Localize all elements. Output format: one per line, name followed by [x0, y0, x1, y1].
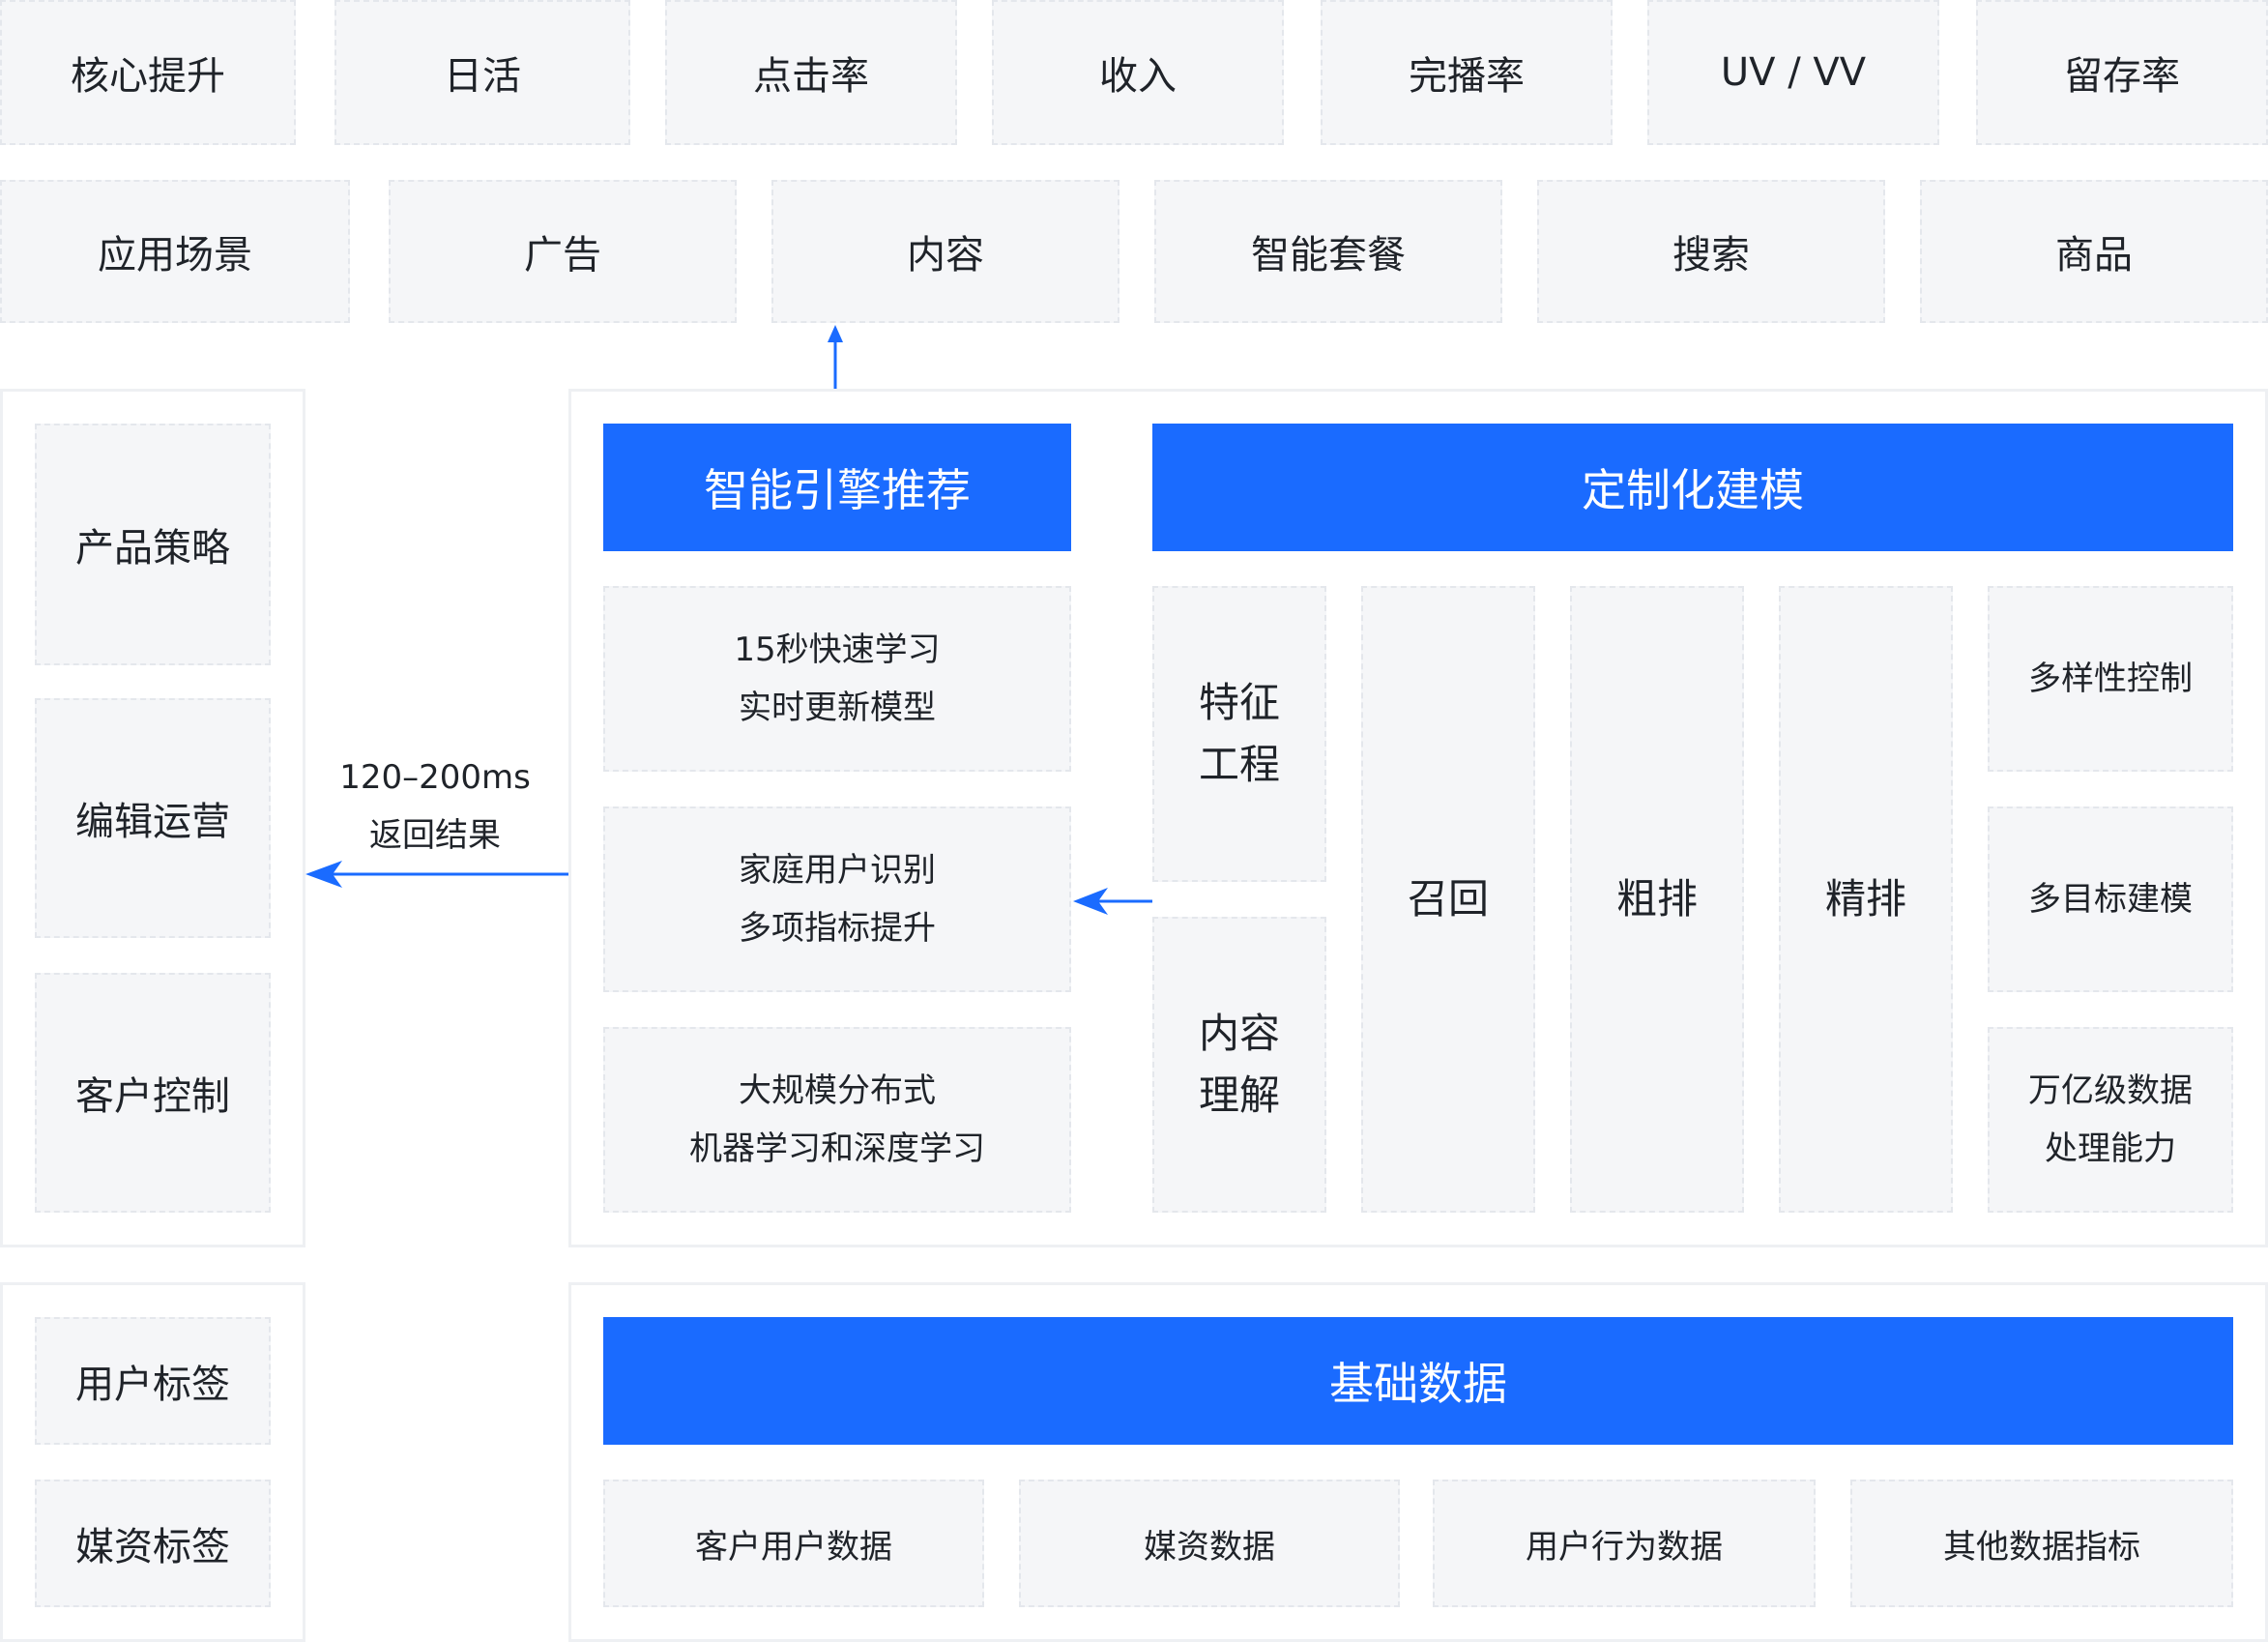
metric-label: 日活: [444, 54, 521, 99]
metric-label: 核心提升: [71, 54, 225, 99]
scenario-search: 搜索: [1537, 180, 1885, 323]
cap-line1: 万亿级数据: [2028, 1071, 2193, 1110]
feature-line2: 机器学习和深度学习: [689, 1129, 985, 1168]
scenario-label: 智能套餐: [1251, 233, 1406, 278]
feature-line1: 家庭用户识别: [739, 851, 936, 890]
modeling-stage-coarse-rank: 粗排: [1570, 586, 1744, 1213]
engine-title: 智能引擎推荐: [603, 424, 1071, 551]
metric-core: 核心提升: [0, 0, 296, 145]
arrow-up-to-content: [828, 325, 843, 389]
metric-ctr: 点击率: [665, 0, 957, 145]
stage-label: 精排: [1824, 875, 1906, 923]
metric-label: 点击率: [753, 54, 869, 99]
business-product-strategy: 产品策略: [35, 424, 271, 665]
base-data-other-metrics: 其他数据指标: [1850, 1480, 2233, 1607]
business-label: 产品策略: [75, 526, 230, 571]
base-data-user-behavior: 用户行为数据: [1433, 1480, 1816, 1607]
scenario-content: 内容: [771, 180, 1119, 323]
scenario-apps: 应用场景: [0, 180, 350, 323]
capability-trillion-data: 万亿级数据 处理能力: [1988, 1027, 2233, 1213]
label-media-tags: 媒资标签: [35, 1480, 271, 1607]
cap-line1: 多样性控制: [2028, 660, 2193, 698]
latency-label: 120–200ms 返回结果: [319, 748, 551, 865]
business-label: 客户控制: [75, 1074, 230, 1119]
scenario-label: 搜索: [1672, 233, 1750, 278]
base-data-label: 用户行为数据: [1526, 1527, 1723, 1567]
scenario-products: 商品: [1920, 180, 2268, 323]
modeling-content-understanding: 内容 理解: [1152, 917, 1326, 1213]
arrow-engine-to-business: [305, 861, 568, 888]
vert-line2: 工程: [1198, 741, 1280, 788]
scenario-label: 商品: [2055, 233, 2133, 278]
stage-label: 粗排: [1615, 875, 1698, 923]
vert-line1: 内容: [1198, 1010, 1280, 1057]
metric-retention: 留存率: [1976, 0, 2268, 145]
latency-line2: 返回结果: [369, 816, 501, 855]
tag-label: 媒资标签: [75, 1525, 230, 1569]
metric-dau: 日活: [334, 0, 630, 145]
metric-label: 完播率: [1409, 54, 1525, 99]
scenario-label: 广告: [524, 233, 601, 278]
metric-revenue: 收入: [992, 0, 1284, 145]
feature-line2: 实时更新模型: [739, 689, 936, 727]
scenario-ads: 广告: [389, 180, 737, 323]
business-customer-control: 客户控制: [35, 973, 271, 1213]
label-user-tags: 用户标签: [35, 1317, 271, 1445]
arrow-modeling-to-engine: [1073, 888, 1152, 915]
capability-diversity: 多样性控制: [1988, 586, 2233, 772]
modeling-title-text: 定制化建模: [1582, 464, 1804, 516]
stage-label: 召回: [1407, 875, 1489, 923]
base-data-customer-user: 客户用户数据: [603, 1480, 984, 1607]
base-data-label: 客户用户数据: [695, 1527, 892, 1567]
scenario-label: 内容: [907, 233, 984, 278]
base-data-media: 媒资数据: [1019, 1480, 1400, 1607]
scenario-plans: 智能套餐: [1154, 180, 1502, 323]
vert-line1: 特征: [1198, 679, 1280, 726]
tag-label: 用户标签: [75, 1363, 230, 1407]
engine-feature-distributed: 大规模分布式 机器学习和深度学习: [603, 1027, 1071, 1213]
modeling-stage-fine-rank: 精排: [1779, 586, 1953, 1213]
vert-line2: 理解: [1198, 1071, 1280, 1119]
modeling-stage-recall: 召回: [1361, 586, 1535, 1213]
modeling-feature-engineering: 特征 工程: [1152, 586, 1326, 882]
metric-uvvv: UV / VV: [1647, 0, 1939, 145]
base-data-label: 媒资数据: [1144, 1527, 1275, 1567]
engine-title-text: 智能引擎推荐: [704, 464, 971, 516]
latency-line1: 120–200ms: [339, 758, 531, 797]
metric-completion: 完播率: [1321, 0, 1613, 145]
metric-label: UV / VV: [1720, 50, 1867, 95]
cap-line1: 多目标建模: [2028, 880, 2193, 919]
feature-line1: 大规模分布式: [739, 1071, 936, 1110]
business-label: 编辑运营: [75, 800, 230, 844]
engine-feature-fast-learning: 15秒快速学习 实时更新模型: [603, 586, 1071, 772]
scenario-label: 应用场景: [98, 233, 252, 278]
feature-line2: 多项指标提升: [739, 909, 936, 948]
feature-line1: 15秒快速学习: [734, 630, 941, 669]
base-data-title: 基础数据: [603, 1317, 2233, 1445]
capability-multi-objective: 多目标建模: [1988, 806, 2233, 992]
metric-label: 留存率: [2064, 54, 2180, 99]
engine-feature-household: 家庭用户识别 多项指标提升: [603, 806, 1071, 992]
metric-label: 收入: [1099, 54, 1177, 99]
base-data-label: 其他数据指标: [1943, 1527, 2140, 1567]
base-data-title-text: 基础数据: [1329, 1358, 1507, 1410]
modeling-title: 定制化建模: [1152, 424, 2233, 551]
cap-line2: 处理能力: [2045, 1129, 2176, 1168]
business-editorial-ops: 编辑运营: [35, 698, 271, 938]
